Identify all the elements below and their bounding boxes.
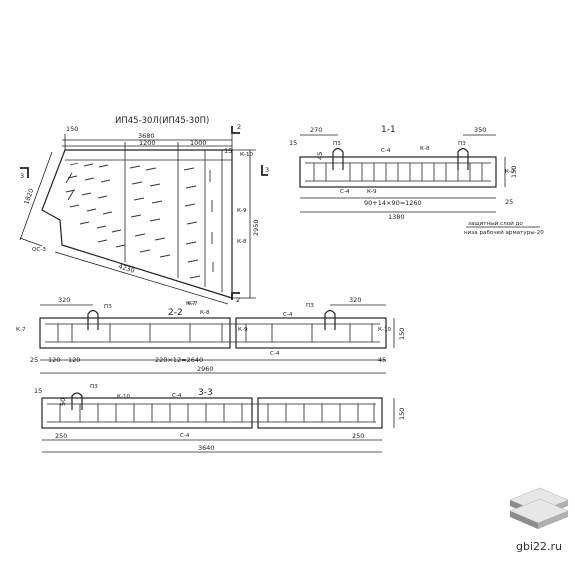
section-2-2-loop-left <box>87 309 99 330</box>
plan-label-k7: К-7 <box>188 301 198 307</box>
section-2-2-dim-45: 45 <box>378 356 386 364</box>
drawing-title: ИП45-30Л(ИП45-30П) <box>115 116 209 126</box>
section-2-2-dim-320-right: 320 <box>349 296 361 304</box>
section-1-1-label-p3-right: П3 <box>458 141 466 147</box>
watermark-text: gbi22.ru <box>516 540 562 553</box>
section-3-3-loop <box>71 392 83 410</box>
section-1-1-title: 1-1 <box>381 125 396 135</box>
plan-dim-1000: 1000 <box>190 139 207 147</box>
plan-dim-3680: 3680 <box>138 132 155 140</box>
section-2-2-outline-left <box>39 317 231 349</box>
section-3-3-dim-15: 15 <box>34 387 42 395</box>
section-3-3: 3-3 15 50 250 250 3640 150 П3 К-10 С-4 С… <box>34 384 406 453</box>
section-2-2-label-k7-left: К-7 <box>16 327 26 333</box>
section-1-1-label-k9: К-9 <box>367 189 377 195</box>
plan-hatching <box>65 162 214 279</box>
section-2-2: 2-2 320 320 25 120 120 220×12=2640 45 29… <box>16 296 406 374</box>
section-1-1-label-p3-left: П3 <box>333 141 341 147</box>
section-1-1-loop-left <box>332 147 344 170</box>
section-3-3-label-p3: П3 <box>90 384 98 390</box>
section-3-3-outline-left <box>41 397 253 429</box>
plan-label-k8: К-8 <box>237 239 247 245</box>
plan-dim-150: 150 <box>66 125 78 133</box>
section-3-3-dim-3640: 3640 <box>198 444 215 452</box>
section-1-1-loop-right <box>457 147 469 170</box>
plan-section-marker-3-left <box>20 167 29 178</box>
section-2-2-label-k9: К-9 <box>238 327 248 333</box>
plan-marker-2-bottom: 2 <box>236 296 240 304</box>
plan-marker-3-right: 3 <box>265 166 269 174</box>
section-1-1-note-line-1: защитный слой до <box>468 220 523 227</box>
section-1-1-label-c4-top: С-4 <box>381 148 391 154</box>
plan-section-marker-3-right <box>261 165 268 176</box>
plan-dim-left-line <box>19 151 53 241</box>
section-2-2-loop-right <box>324 309 336 330</box>
plan-marker-3-left: 3 <box>20 172 24 180</box>
plan-dim-1200: 1200 <box>139 139 156 147</box>
section-1-1-note-line-2: низа рабочей арматуры-20 <box>464 229 544 236</box>
stacked-slabs-logo-icon <box>509 487 569 529</box>
plan-dim-4230: 4230 <box>117 262 135 274</box>
section-3-3-stirrups <box>59 404 375 422</box>
section-1-1-label-k8: К-8 <box>420 146 430 152</box>
section-2-2-label-c4-right: С-4 <box>283 312 293 318</box>
section-1-1-dim-270: 270 <box>310 126 322 134</box>
section-2-2-dim-25: 25 <box>30 356 38 364</box>
plan-dim-diagonal-line <box>54 251 229 305</box>
section-1-1-dim-25: 25 <box>505 198 513 206</box>
section-3-3-dim-250-left: 250 <box>55 432 67 440</box>
section-2-2-stirrups <box>57 324 373 342</box>
section-2-2-label-k8: К-8 <box>200 310 210 316</box>
plan-dim-15: 15 <box>224 147 232 155</box>
section-1-1-dim-150: 150 <box>510 166 518 178</box>
section-1-1-label-c4-bottom: С-4 <box>340 189 350 195</box>
section-2-2-label-k7-mid: К-7 <box>186 301 196 307</box>
section-1-1: 1-1 270 350 15 45 90+14×90=1260 1380 25 … <box>289 125 544 236</box>
section-2-2-dim-150: 150 <box>398 328 406 340</box>
section-2-2-label-p3-left: П3 <box>104 304 112 310</box>
section-1-1-outline <box>299 156 497 188</box>
section-2-2-dim-120a: 120 <box>48 356 60 364</box>
section-3-3-label-k10: К-10 <box>117 394 131 400</box>
section-1-1-dim-350: 350 <box>474 126 486 134</box>
section-2-2-outline-right <box>235 317 387 349</box>
plan-dim-2950: 2950 <box>252 219 260 236</box>
plan-label-k9: К-9 <box>237 208 247 214</box>
section-1-1-dim-15: 15 <box>289 139 297 147</box>
section-1-1-dim-45: 45 <box>316 152 324 160</box>
section-2-2-dim-320-left: 320 <box>58 296 70 304</box>
section-2-2-dim-mid: 220×12=2640 <box>155 356 203 364</box>
section-3-3-outline-right <box>257 397 383 429</box>
section-1-1-dim-1380: 1380 <box>388 213 405 221</box>
section-3-3-title: 3-3 <box>198 388 213 398</box>
section-3-3-dim-150: 150 <box>398 408 406 420</box>
section-3-3-dim-250-right: 250 <box>352 432 364 440</box>
section-2-2-dim-120b: 120 <box>68 356 80 364</box>
section-1-1-stirrups <box>313 163 483 181</box>
section-2-2-label-p3-right: П3 <box>306 303 314 309</box>
plan-label-os3: ОС-3 <box>32 247 46 253</box>
section-2-2-title: 2-2 <box>168 308 183 318</box>
section-1-1-dim-inner: 90+14×90=1260 <box>364 199 422 207</box>
section-2-2-dim-2960: 2960 <box>197 365 214 373</box>
section-3-3-label-c4-bottom: С-4 <box>180 433 190 439</box>
section-2-2-label-c4-bottom: С-4 <box>270 351 280 357</box>
section-3-3-label-c4-top: С-4 <box>172 393 182 399</box>
section-1-1-label-k7: К-7 <box>505 169 515 175</box>
section-3-3-dim-50: 50 <box>59 398 67 406</box>
section-2-2-label-k10: К-10 <box>378 327 392 333</box>
plan-view: ИП45-30Л(ИП45-30П) 1 <box>19 116 269 307</box>
plan-marker-2-top: 2 <box>237 123 241 131</box>
plan-label-k10: К-10 <box>240 152 254 158</box>
plan-outline <box>41 149 233 299</box>
plan-section-marker-2-top <box>231 126 240 134</box>
